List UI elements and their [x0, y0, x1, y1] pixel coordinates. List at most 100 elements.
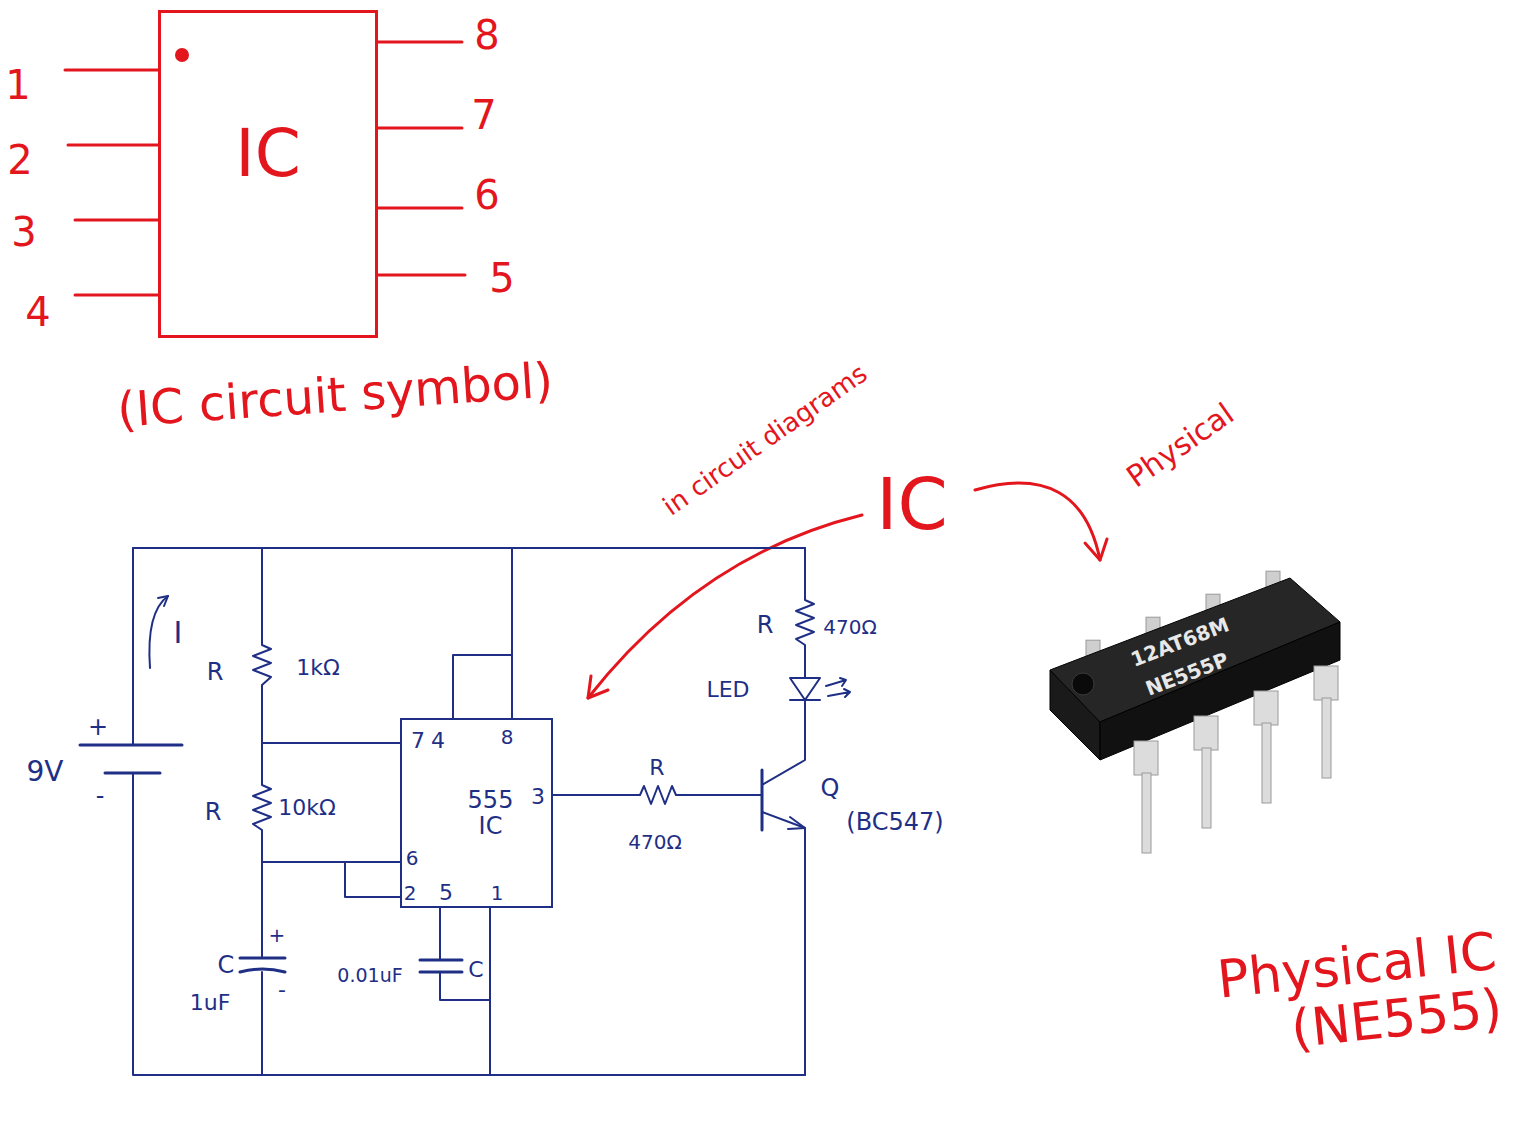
transistor-emitter	[762, 812, 805, 1075]
component-label: R	[207, 659, 224, 685]
wire	[439, 908, 441, 960]
annotation-arrows	[588, 483, 1107, 698]
pin-line	[378, 274, 465, 277]
chip-pin	[1134, 741, 1158, 853]
pin-leg	[1322, 698, 1331, 778]
pin-shoulder	[1194, 716, 1218, 750]
pin-number: 8	[501, 726, 514, 748]
resistor-symbol	[253, 548, 271, 958]
arrow-head	[1085, 539, 1107, 560]
component-label: C	[468, 958, 483, 982]
leader-arrow	[975, 483, 1100, 560]
pin-line	[378, 41, 462, 44]
pin-shoulder	[1314, 666, 1338, 700]
chip-notch	[1072, 673, 1094, 695]
component-label: C	[218, 952, 235, 978]
arrow-head	[158, 596, 168, 606]
component-label: Q	[821, 775, 840, 801]
ic-name: 555 IC	[458, 787, 524, 840]
component-label: LED	[706, 678, 749, 702]
pin-number: 6	[406, 847, 419, 869]
wire	[262, 861, 400, 863]
component-value: (BC547)	[846, 809, 943, 835]
resistor-symbol	[553, 786, 762, 804]
pin-line	[378, 127, 462, 130]
pin-number: 6	[474, 173, 499, 217]
pin-number: 3	[11, 210, 36, 254]
pin-number: 8	[474, 13, 499, 57]
ic-symbol-pins	[65, 42, 465, 295]
ic-symbol-text: IC	[235, 118, 301, 191]
pin-number: 1	[5, 63, 30, 107]
light-arrow	[826, 678, 846, 686]
pin-number: 5	[439, 881, 453, 905]
pin-line	[75, 294, 158, 297]
polarity-mark: -	[278, 978, 286, 1002]
polarity-mark: +	[88, 714, 108, 740]
chip-pin	[1254, 691, 1278, 803]
pin-leg	[1202, 748, 1211, 828]
capacitor-plate	[420, 959, 462, 962]
component-value: 1kΩ	[296, 656, 340, 680]
transistor-base	[761, 770, 764, 830]
arrow-head	[588, 676, 608, 698]
wire	[133, 547, 805, 549]
circuit-wires	[80, 548, 850, 1075]
component-value: 10kΩ	[278, 796, 336, 820]
light-arrow	[828, 689, 850, 697]
pin-number: 7	[471, 93, 496, 137]
wire	[132, 548, 134, 745]
physical-ic-chip: 12AT68MNE555P	[1035, 560, 1345, 890]
voltage-label: 9V	[27, 757, 64, 788]
polarity-mark: +	[269, 924, 286, 946]
wire	[133, 773, 805, 1075]
component-label: R	[205, 799, 222, 825]
resistor-symbol	[796, 548, 814, 678]
chip-face	[1050, 670, 1100, 760]
pin-number: 1	[491, 882, 504, 904]
wire	[262, 742, 400, 744]
chip-face	[1100, 622, 1340, 760]
annotation-note: Physical	[1121, 396, 1240, 493]
arrow-head	[788, 817, 805, 829]
pin-number: 3	[531, 785, 545, 809]
wire	[511, 548, 513, 718]
capacitor-plate	[240, 957, 285, 960]
wire	[345, 862, 400, 897]
ic-symbol-box: IC	[158, 10, 378, 338]
pin-number: 4	[431, 729, 445, 753]
component-value: 1uF	[190, 991, 231, 1015]
pin-leg	[1262, 723, 1271, 803]
chip-drawing	[1035, 560, 1345, 890]
wire	[489, 908, 491, 1075]
pin-line	[378, 207, 462, 210]
pin-number: 2	[404, 882, 417, 904]
annotation-note: in circuit diagrams	[658, 359, 872, 521]
component-label: R	[649, 756, 664, 780]
annotation-title: IC	[876, 465, 948, 544]
component-label: R	[757, 612, 774, 638]
chip-pin	[1194, 716, 1218, 828]
pin-number: 2	[7, 138, 32, 182]
component-value: 470Ω	[823, 616, 876, 638]
component-value: 470Ω	[628, 831, 681, 853]
chip-pin	[1314, 666, 1338, 778]
pin-number: 4	[25, 290, 50, 334]
pin-line	[68, 144, 158, 147]
current-arrow	[149, 596, 168, 668]
current-label: I	[174, 616, 183, 649]
wire	[762, 700, 805, 785]
wire	[453, 655, 512, 718]
leader-arrow	[588, 515, 862, 698]
pin-number: 7	[411, 729, 425, 753]
caption: (IC circuit symbol)	[116, 353, 555, 436]
component-value: 0.01uF	[337, 965, 402, 986]
pin-line	[65, 69, 158, 72]
led-symbol	[790, 678, 820, 700]
caption: Physical IC (NE555)	[1105, 923, 1505, 1078]
pin-leg	[1142, 773, 1151, 853]
polarity-mark: -	[96, 783, 105, 809]
pin-one-dot	[175, 48, 189, 62]
battery-plate	[105, 772, 160, 775]
